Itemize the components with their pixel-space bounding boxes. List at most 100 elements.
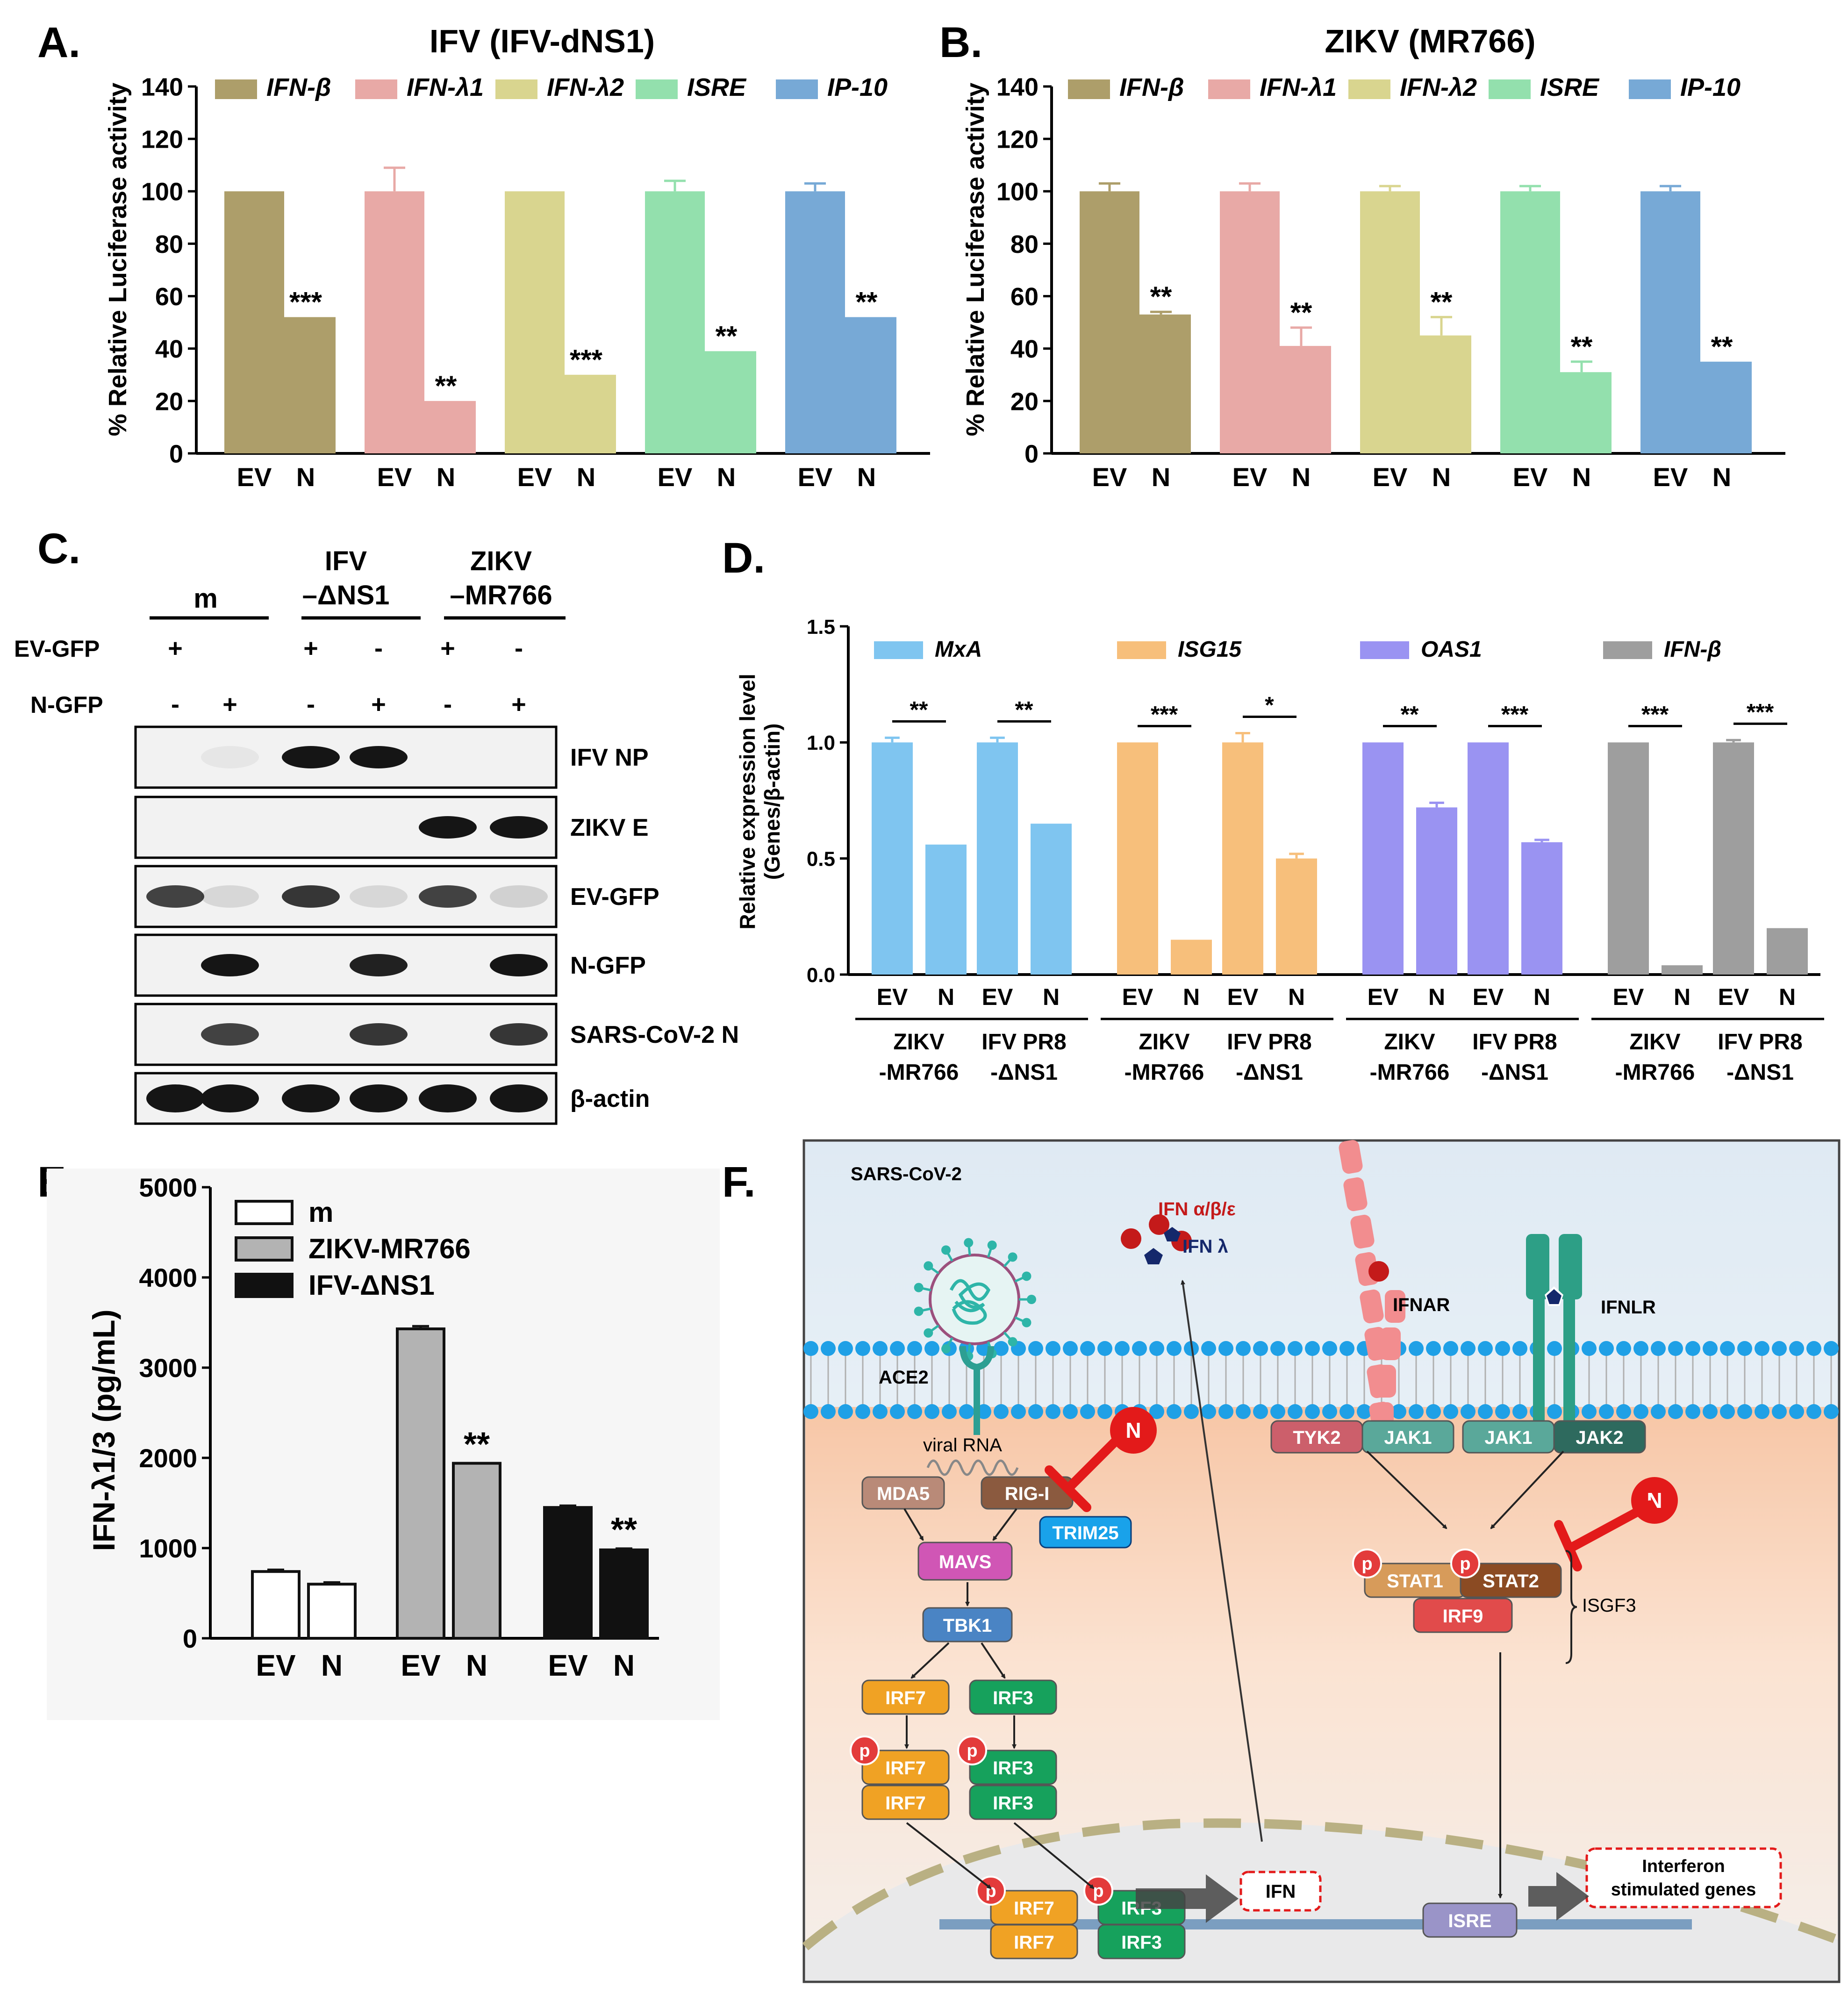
virus-label: -MR766 (1125, 1060, 1204, 1085)
y-tick-label: 100 (141, 178, 183, 206)
irf3-dimer-top-label: IRF3 (993, 1758, 1033, 1779)
irf7-box-label: IRF7 (885, 1688, 926, 1708)
pathway-diagram: SARS-CoV-2 ACE2 IFN α/β/ε IFN λ IFNAR (802, 1139, 1841, 1983)
bar (452, 1462, 501, 1640)
ev-gfp-sign: - (374, 634, 383, 662)
x-tick-label: N (1152, 462, 1170, 492)
y-tick-label: 60 (155, 283, 183, 311)
irf3-dimer-bottom (969, 1785, 1057, 1820)
significance-label: ** (435, 370, 457, 402)
significance-label: ** (464, 1426, 490, 1463)
x-tick-label: EV (1613, 984, 1644, 1010)
significance-label: ** (1150, 281, 1172, 312)
mavs-box (917, 1542, 1013, 1581)
bar (1411, 335, 1471, 453)
legend-swatch (235, 1200, 294, 1225)
x-tick-label: N (1043, 984, 1060, 1010)
y-tick-label: 120 (996, 126, 1039, 154)
blot-band (350, 1084, 408, 1112)
bar (785, 191, 845, 453)
y-tick-label: 40 (155, 335, 183, 363)
n-gfp-sign: - (444, 690, 452, 718)
legend-swatch (495, 79, 537, 99)
irf7-box (861, 1679, 950, 1715)
bar (1767, 928, 1808, 975)
bar (251, 1570, 301, 1640)
x-tick-label: N (857, 462, 876, 492)
legend-swatch (1117, 641, 1166, 659)
blot-band (490, 816, 548, 839)
stat2-box (1460, 1563, 1562, 1598)
chart-b-title: ZIKV (MR766) (1325, 23, 1535, 59)
ifn-molecules: IFN α/β/ε IFN λ (1121, 1199, 1236, 1264)
x-tick-label: N (321, 1649, 343, 1682)
virus-label: -MR766 (1370, 1060, 1450, 1085)
bar (599, 1548, 649, 1640)
x-tick-label: EV (237, 462, 272, 492)
significance-label: * (1265, 692, 1274, 718)
blot-band (201, 954, 259, 976)
virus-label: ZIKV (1384, 1030, 1435, 1054)
irf3-box (969, 1679, 1057, 1715)
jak1-ifnar-box-label: JAK1 (1384, 1427, 1432, 1448)
legend-label: ISRE (1540, 73, 1600, 101)
legend-swatch (776, 79, 818, 99)
bar (1692, 361, 1752, 453)
virus-label: ZIKV (893, 1030, 944, 1054)
x-tick-label: N (1779, 984, 1796, 1010)
virus-label: ZIKV (1139, 1030, 1189, 1054)
bar (977, 742, 1018, 975)
phospho-label: p (859, 1741, 870, 1761)
virus-label: -ΔNS1 (1236, 1060, 1303, 1085)
ifn-l-label: IFN λ (1182, 1236, 1228, 1257)
bar (1552, 372, 1612, 453)
phospho-label: p (1093, 1881, 1103, 1901)
ifnar-receptor: IFNAR (1339, 1140, 1450, 1436)
y-tick-label: 0.0 (807, 964, 835, 987)
bar (1521, 842, 1562, 975)
y-tick-label: 2000 (139, 1443, 197, 1473)
chart-e-ylabel: IFN-λ1/3 (pg/mL) (86, 1309, 121, 1551)
x-tick-label: EV (401, 1649, 441, 1682)
significance-label: ** (716, 320, 738, 351)
significance-label: ** (1401, 701, 1419, 727)
x-tick-label: N (1712, 462, 1731, 492)
legend-label: IFN-λ1 (407, 73, 484, 101)
bar (696, 351, 756, 453)
blot-band (201, 1023, 259, 1046)
significance-label: *** (289, 286, 322, 317)
y-tick-label: 100 (996, 178, 1039, 206)
tbk1-box (922, 1607, 1013, 1642)
blot-band (490, 885, 548, 908)
nuc-irf3-bottom (1097, 1924, 1186, 1959)
sars-cov-2-virion: SARS-CoV-2 (851, 1164, 1036, 1361)
ace2-label: ACE2 (879, 1367, 929, 1388)
bar (1171, 940, 1212, 975)
tyk2-box-label: TYK2 (1293, 1427, 1340, 1448)
bar (1360, 191, 1420, 453)
bar (1271, 346, 1331, 453)
virus-label: ZIKV (1629, 1030, 1680, 1054)
x-tick-label: N (1572, 462, 1591, 492)
irf9-box-label: IRF9 (1443, 1606, 1483, 1627)
isg-box (1585, 1847, 1782, 1908)
stat1-box-label: STAT1 (1387, 1571, 1443, 1592)
bar (396, 1327, 445, 1640)
x-tick-label: EV (658, 462, 693, 492)
bar (1276, 858, 1317, 975)
significance-label: ** (1015, 696, 1033, 723)
blot-band (419, 1084, 477, 1112)
irf7-dimer-bottom (861, 1785, 950, 1820)
blot-group-m: m (193, 583, 218, 614)
panel-letter-b: B. (939, 19, 982, 66)
phospho-icon (1352, 1549, 1382, 1578)
y-tick-label: 120 (141, 126, 183, 154)
bar (556, 374, 616, 453)
virus-label: IFV PR8 (1718, 1030, 1802, 1054)
significance-label: *** (1641, 701, 1669, 727)
stat2-box-label: STAT2 (1483, 1571, 1539, 1592)
x-tick-label: EV (1373, 462, 1408, 492)
phospho-label: p (1460, 1554, 1470, 1574)
n-protein-label: N (1125, 1418, 1141, 1442)
blot-band (350, 746, 408, 768)
